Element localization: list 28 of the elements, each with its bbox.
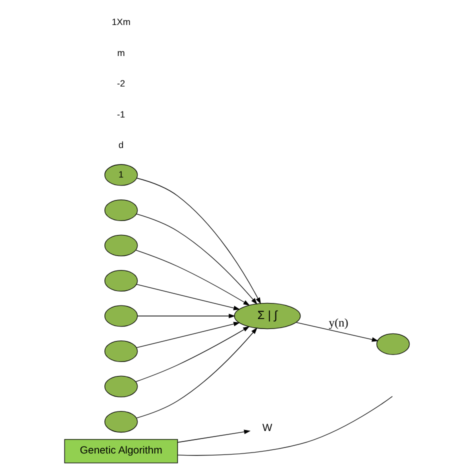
- node-ellipse: [104, 199, 138, 221]
- node-text: W: [262, 422, 272, 434]
- label: 1Xm: [112, 17, 130, 28]
- arrow: [135, 326, 250, 382]
- node-ellipse: 1: [104, 164, 138, 186]
- connector: [177, 396, 393, 456]
- arrow: [136, 322, 240, 348]
- node-ellipse: [104, 340, 138, 362]
- node-ellipse: [104, 376, 138, 398]
- edge-label: y(n): [328, 316, 348, 330]
- node-ellipse: [104, 270, 138, 292]
- node-ellipse: [104, 305, 138, 327]
- arrow: [136, 214, 258, 304]
- label: d: [118, 140, 124, 150]
- arrow: [136, 328, 258, 418]
- arrow: [177, 430, 251, 443]
- arrow: [137, 314, 236, 318]
- node-ellipse: [104, 234, 138, 256]
- node-box: Genetic Algorithm: [64, 439, 178, 464]
- arrow: [136, 178, 261, 304]
- label: m: [117, 48, 125, 58]
- arrow: [296, 322, 378, 342]
- arrow: [136, 250, 250, 306]
- node-ellipse: [104, 411, 138, 433]
- arrow: [136, 284, 240, 310]
- node-ellipse: [376, 333, 410, 355]
- label: -1: [117, 109, 126, 120]
- label: -2: [117, 78, 126, 89]
